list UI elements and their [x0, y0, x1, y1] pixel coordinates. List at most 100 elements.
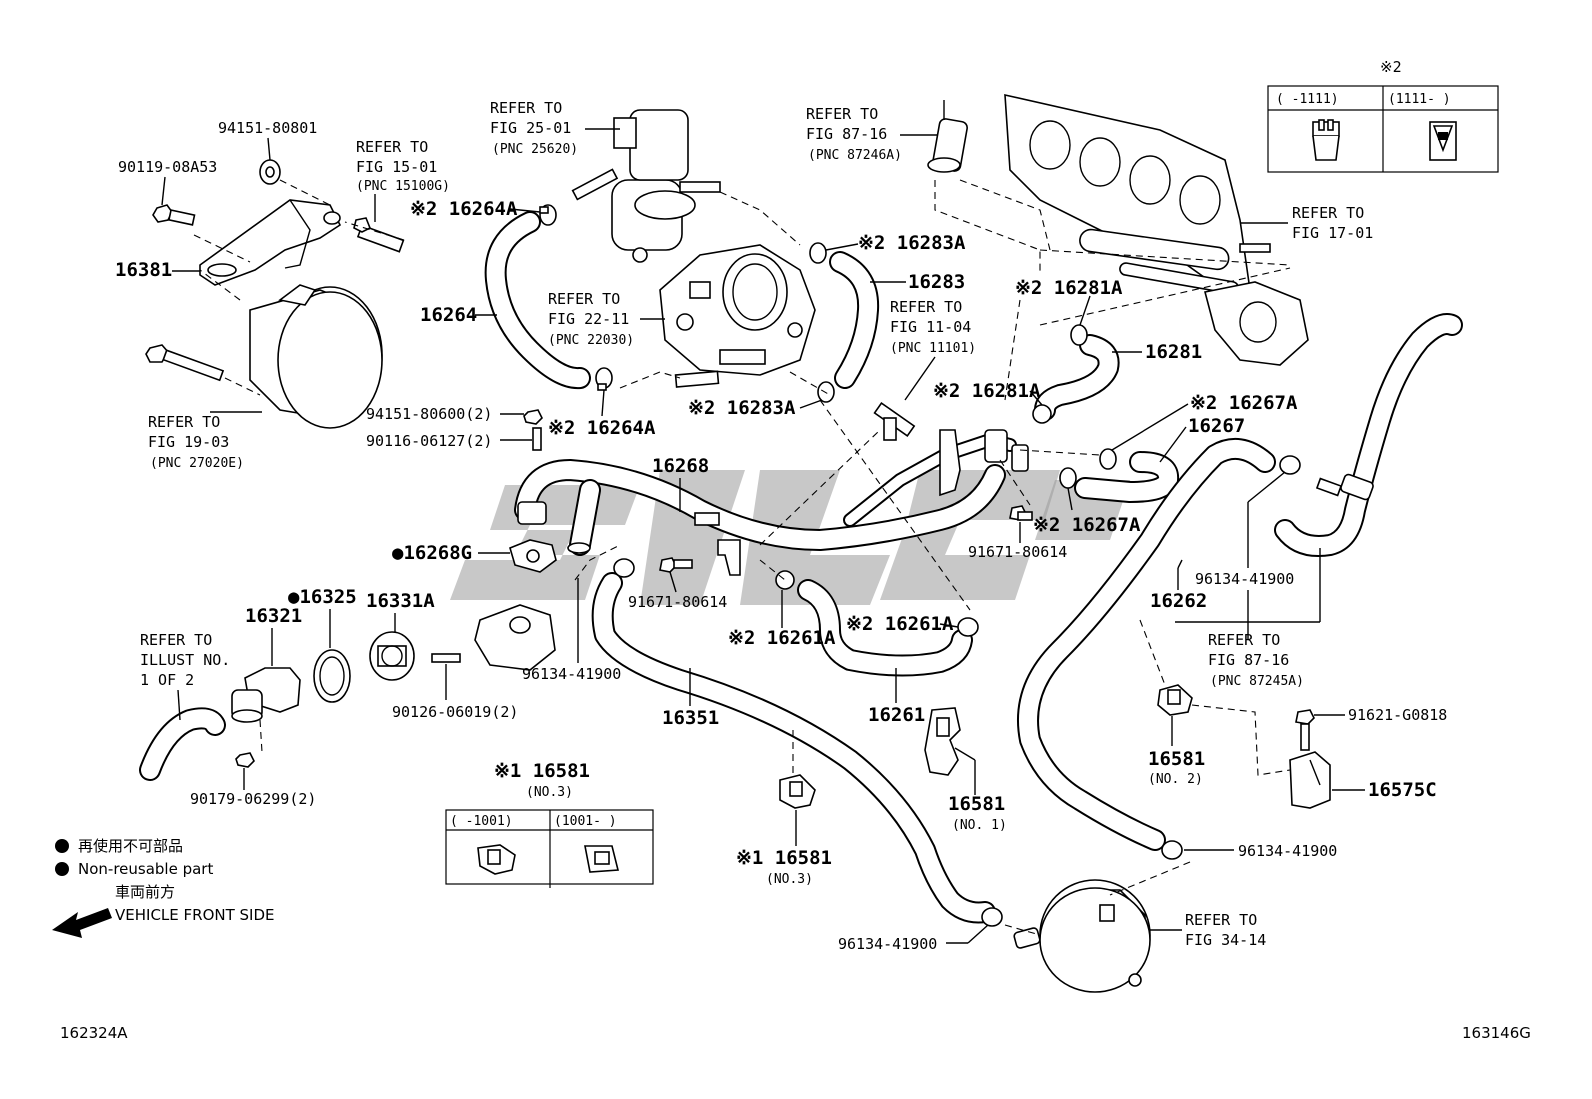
ref-22-11-l1: REFER TO	[548, 290, 620, 308]
ref-11-04-l2: FIG 11-04	[890, 318, 971, 336]
stud-90116	[532, 427, 542, 451]
thermostat-16331A	[369, 631, 415, 681]
label-94151-80801: 94151-80801	[218, 119, 317, 137]
ref-22-11-l2: FIG 22-11	[548, 310, 629, 328]
ref-25-01-l3: (PNC 25620)	[492, 142, 578, 157]
label-16264: 16264	[420, 304, 477, 326]
ref-19-03-l3: (PNC 27020E)	[150, 456, 244, 471]
nut-94151-80801	[259, 159, 281, 185]
clamp-16261A-b	[957, 617, 979, 637]
diagram-code-right: 163146G	[1462, 1024, 1531, 1042]
direction-en: VEHICLE FRONT SIDE	[115, 906, 275, 924]
nut-90179	[235, 752, 255, 768]
label-90116: 90116-06127(2)	[366, 432, 492, 450]
ref-17-01-l1: REFER TO	[1292, 204, 1364, 222]
ref-87-16b-l1: REFER TO	[1208, 631, 1280, 649]
clamp-16267A-bot	[1059, 467, 1077, 489]
label-16264A-bot: ※2 16264A	[548, 417, 656, 439]
label-16262: 16262	[1150, 590, 1207, 612]
table3-col2: (1001- )	[554, 814, 617, 829]
hose-16267	[1074, 451, 1180, 503]
table2-col1: ( -1111)	[1276, 92, 1339, 107]
clip-table-no3: ※1 16581 (NO.3) ( -1001) (1001- )	[445, 760, 654, 888]
label-16581-no1-sub: (NO. 1)	[952, 818, 1007, 833]
stud-15-01	[353, 217, 405, 253]
label-96134-d: 96134-41900	[838, 935, 937, 953]
label-16268: 16268	[652, 455, 709, 477]
clip-16581-no3	[779, 774, 816, 809]
direction-jp: 車両前方	[115, 883, 175, 901]
bolt-91621	[1295, 709, 1315, 751]
ref-17-01-l2: FIG 17-01	[1292, 224, 1373, 242]
legend-jp: 再使用不可部品	[78, 837, 183, 855]
ref-illust-l1: REFER TO	[140, 631, 212, 649]
label-16581-no3a-sub: (NO.3)	[526, 785, 573, 800]
ref-11-04-l1: REFER TO	[890, 298, 962, 316]
label-16283A-top: ※2 16283A	[858, 232, 966, 254]
hose-87-16b	[1274, 313, 1463, 557]
gasket-16268G	[509, 539, 557, 573]
hose-16351	[591, 572, 996, 924]
label-16325: ●16325	[288, 586, 357, 608]
clamp-16264A-bot	[595, 367, 613, 391]
bolt-91671-b	[1009, 505, 1033, 521]
label-16267: 16267	[1188, 415, 1245, 437]
stud-90126	[431, 653, 461, 663]
label-16581-no3b-sub: (NO.3)	[766, 872, 813, 887]
ref-15-01-l3: (PNC 15100G)	[356, 179, 450, 194]
label-16283A-bot: ※2 16283A	[688, 397, 796, 419]
heater-unit-34-14	[1013, 879, 1151, 993]
label-90179: 90179-06299(2)	[190, 790, 316, 808]
clip-16581-no1	[924, 707, 961, 776]
nut-94151-80600	[523, 409, 543, 425]
label-91671-b: 91671-80614	[968, 543, 1067, 561]
label-94151-80600: 94151-80600(2)	[366, 405, 492, 423]
clamp-16283A-top	[809, 242, 827, 264]
throttle-body-22-11	[659, 244, 816, 388]
ref-25-01-l2: FIG 25-01	[490, 119, 571, 137]
ref-87-16b-l3: (PNC 87245A)	[1210, 674, 1304, 689]
label-16281A-top: ※2 16281A	[1015, 277, 1123, 299]
clamp-16281A-bot	[1032, 404, 1052, 424]
clamp-16281A-top	[1070, 324, 1088, 346]
clip-icon	[1429, 121, 1457, 161]
clamp-96134-d	[981, 907, 1003, 927]
ref-25-01-l1: REFER TO	[490, 99, 562, 117]
label-16281: 16281	[1145, 341, 1202, 363]
label-16261A-a: ※2 16261A	[728, 627, 836, 649]
label-16381: 16381	[115, 259, 172, 281]
table2-col2: (1111- )	[1388, 92, 1451, 107]
water-pipe-11-04	[873, 401, 916, 441]
clamp-16267A-top	[1099, 448, 1117, 470]
bracket-16381	[199, 199, 342, 286]
direction-arrow-icon	[52, 908, 112, 938]
bracket-16575C	[1289, 751, 1331, 809]
ref-illust-l2: ILLUST NO.	[140, 651, 230, 669]
clip-icon	[584, 845, 620, 873]
bolt-91671-a	[659, 557, 693, 573]
clamp-96134-c	[1161, 840, 1183, 860]
label-16351: 16351	[662, 707, 719, 729]
intake-manifold	[1004, 93, 1309, 366]
clip-icon	[1312, 119, 1340, 161]
hose-16268	[514, 459, 1006, 556]
water-outlet	[474, 604, 556, 671]
ref-15-01-l2: FIG 15-01	[356, 158, 437, 176]
hose-16281	[1034, 334, 1120, 421]
ref-87-16b-l2: FIG 87-16	[1208, 651, 1289, 669]
label-16581-no2-sub: (NO. 2)	[1148, 772, 1203, 787]
ref-87-16a-l2: FIG 87-16	[806, 125, 887, 143]
ref-22-11-l3: (PNC 22030)	[548, 333, 634, 348]
hose-illust-1of2	[139, 707, 226, 781]
ref-illust-l3: 1 OF 2	[140, 671, 194, 689]
label-16331A: 16331A	[366, 590, 435, 612]
egr-valve-25-01	[571, 109, 721, 263]
clamp-16261A-a	[775, 570, 795, 590]
ref-19-03-l2: FIG 19-03	[148, 433, 229, 451]
label-16261A-b: ※2 16261A	[846, 613, 954, 635]
bolt-long	[145, 344, 225, 382]
clamp-96134-a	[613, 558, 635, 578]
label-16261: 16261	[868, 704, 925, 726]
hose-16283	[829, 251, 880, 389]
table3-col1: ( -1001)	[450, 814, 513, 829]
